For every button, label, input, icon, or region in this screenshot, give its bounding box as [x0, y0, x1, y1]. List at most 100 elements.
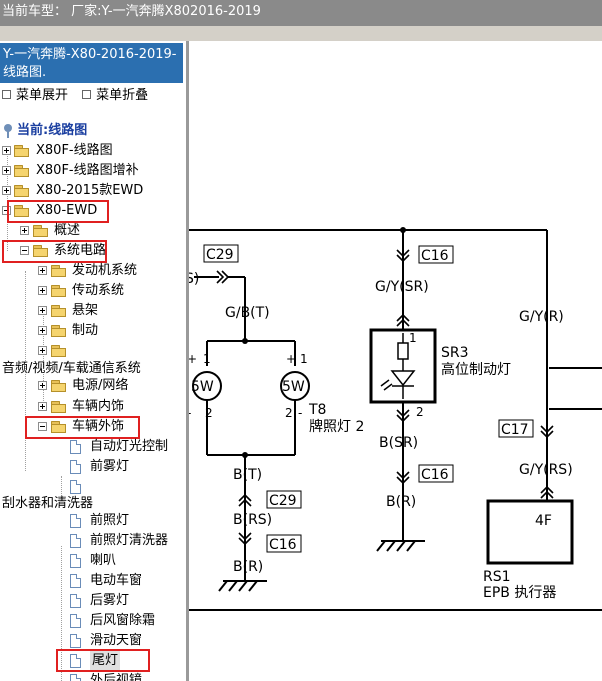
collapse-icon: [82, 90, 92, 99]
tree-item-x80f-supplement[interactable]: X80F-线路图增补: [0, 161, 186, 181]
folder-icon: [51, 401, 67, 413]
tree-item-sunroof[interactable]: 滑动天窗: [0, 631, 186, 651]
folder-icon: [51, 345, 67, 357]
tree-item-x80f[interactable]: X80F-线路图: [0, 141, 186, 161]
sr3-pin-2: 2: [416, 405, 424, 419]
collapse-toggle-icon[interactable]: [2, 206, 11, 215]
expand-toggle-icon[interactable]: [2, 186, 11, 195]
tree-item-power-window[interactable]: 电动车窗: [0, 571, 186, 591]
expand-toggle-icon[interactable]: [38, 402, 47, 411]
folder-icon: [51, 265, 67, 277]
tree-item-headlamp[interactable]: 前照灯: [0, 511, 186, 531]
expand-toggle-icon[interactable]: [38, 381, 47, 390]
expand-toggle-icon[interactable]: [38, 266, 47, 275]
document-icon: [70, 534, 81, 548]
t8-code: T8: [308, 402, 326, 418]
tree-item-front-fog[interactable]: 前雾灯: [0, 457, 186, 477]
sidebar-header: Y-一汽奔腾-X80-2016-2019- 线路图.: [0, 43, 183, 83]
document-icon: [70, 554, 81, 568]
expand-toggle-icon[interactable]: [20, 226, 29, 235]
wiring-diagram: C29 C16 C17 C16 C29 C16 S) G/B(T) G/Y(SR…: [189, 227, 602, 611]
expand-toggle-icon[interactable]: [38, 346, 47, 355]
rs1-name: EPB 执行器: [483, 585, 556, 601]
connector-c29-bottom: C29: [269, 493, 297, 509]
tree-item-x80-2015-ewd[interactable]: X80-2015款EWD: [0, 181, 186, 201]
window-title: 当前车型： 厂家:Y-一汽奔腾X802016-2019: [0, 0, 602, 26]
pin-plus-left: +: [189, 352, 197, 366]
expand-toggle-icon[interactable]: [38, 286, 47, 295]
pin-1-left: 1: [203, 352, 211, 366]
connector-c16-mid: C16: [421, 467, 449, 483]
connector-c16-top: C16: [421, 248, 449, 264]
document-icon: [70, 614, 81, 628]
menu-ops: 菜单展开 菜单折叠: [0, 87, 148, 105]
tree-item-engine[interactable]: 发动机系统: [0, 261, 186, 281]
tree-item-rear-defrost[interactable]: 后风窗除霜: [0, 611, 186, 631]
collapse-toggle-icon[interactable]: [20, 246, 29, 255]
expand-toggle-icon[interactable]: [38, 306, 47, 315]
tree-item-auto-light[interactable]: 自动灯光控制: [0, 437, 186, 457]
tree-item-exterior-mirror[interactable]: 外后视镜: [0, 671, 186, 681]
wire-br-mid: B(R): [386, 494, 416, 510]
collapse-toggle-icon[interactable]: [38, 422, 47, 431]
tree-item-wipers[interactable]: 刮水器和清洗器: [2, 496, 94, 511]
wire-gysr: G/Y(SR): [375, 279, 429, 295]
tree-item-x80-ewd[interactable]: X80-EWD: [0, 201, 186, 221]
expand-menu-button[interactable]: 菜单展开: [0, 87, 68, 105]
tree-item-blank-doc[interactable]: [0, 477, 186, 497]
tree-item-rear-fog[interactable]: 后雾灯: [0, 591, 186, 611]
rs1-code: RS1: [483, 569, 511, 585]
wire-gbt: G/B(T): [225, 305, 270, 321]
tree-item-brakes[interactable]: 制动: [0, 321, 186, 341]
tree-item-blank-folder[interactable]: [0, 341, 186, 361]
tree-item-system-circuits[interactable]: 系统电路: [0, 241, 186, 261]
tree-item-tail-lamp[interactable]: 尾灯: [0, 651, 186, 671]
tree-item-power-network[interactable]: 电源/网络: [0, 376, 186, 396]
tree-item-overview[interactable]: 概述: [0, 221, 186, 241]
document-icon: [70, 460, 81, 474]
tree-item-transmission[interactable]: 传动系统: [0, 281, 186, 301]
connector-c16-bottom: C16: [269, 537, 297, 553]
folder-icon: [14, 185, 30, 197]
highlight-box: [25, 416, 140, 439]
pane-splitter[interactable]: [186, 41, 189, 681]
highlight-box: [2, 240, 107, 263]
wire-br-left: B(R): [233, 559, 263, 575]
pin-2-left: 2: [205, 406, 213, 420]
pin-2-right: 2: [285, 406, 293, 420]
sr3-code: SR3: [441, 345, 469, 361]
wire-gyr: G/Y(R): [519, 309, 564, 325]
tree-item-suspension[interactable]: 悬架: [0, 301, 186, 321]
t8-name: 牌照灯 2: [309, 418, 364, 435]
wire-bsr: B(SR): [379, 435, 418, 451]
tree-item-horn[interactable]: 喇叭: [0, 551, 186, 571]
document-icon: [70, 634, 81, 648]
wire-brs: B(RS): [233, 512, 272, 528]
connector-c29-top: C29: [206, 247, 234, 263]
collapse-menu-button[interactable]: 菜单折叠: [80, 87, 148, 105]
wire-partial-label: S): [189, 271, 199, 287]
folder-open-icon: [33, 245, 49, 257]
tree-item-audio-video[interactable]: 音频/视频/车载通信系统: [2, 361, 141, 376]
folder-open-icon: [51, 421, 67, 433]
diagram-viewer[interactable]: C29 C16 C17 C16 C29 C16 S) G/B(T) G/Y(SR…: [189, 41, 602, 681]
location-pin-icon: [3, 124, 13, 138]
document-icon: [70, 440, 81, 454]
document-icon: [70, 654, 81, 668]
folder-icon: [33, 225, 49, 237]
pin-minus-left: -: [189, 406, 191, 420]
document-icon: [70, 514, 81, 528]
toolbar-strip: [0, 26, 602, 41]
tree-item-exterior[interactable]: 车辆外饰: [0, 417, 186, 437]
tree-item-headlamp-washer[interactable]: 前照灯清洗器: [0, 531, 186, 551]
expand-toggle-icon[interactable]: [38, 326, 47, 335]
folder-icon: [51, 285, 67, 297]
folder-icon: [14, 165, 30, 177]
tree-item-interior[interactable]: 车辆内饰: [0, 397, 186, 417]
document-icon: [70, 594, 81, 608]
folder-icon: [51, 380, 67, 392]
folder-icon: [14, 145, 30, 157]
expand-toggle-icon[interactable]: [2, 166, 11, 175]
expand-toggle-icon[interactable]: [2, 146, 11, 155]
wire-gyrs: G/Y(RS): [519, 462, 573, 478]
